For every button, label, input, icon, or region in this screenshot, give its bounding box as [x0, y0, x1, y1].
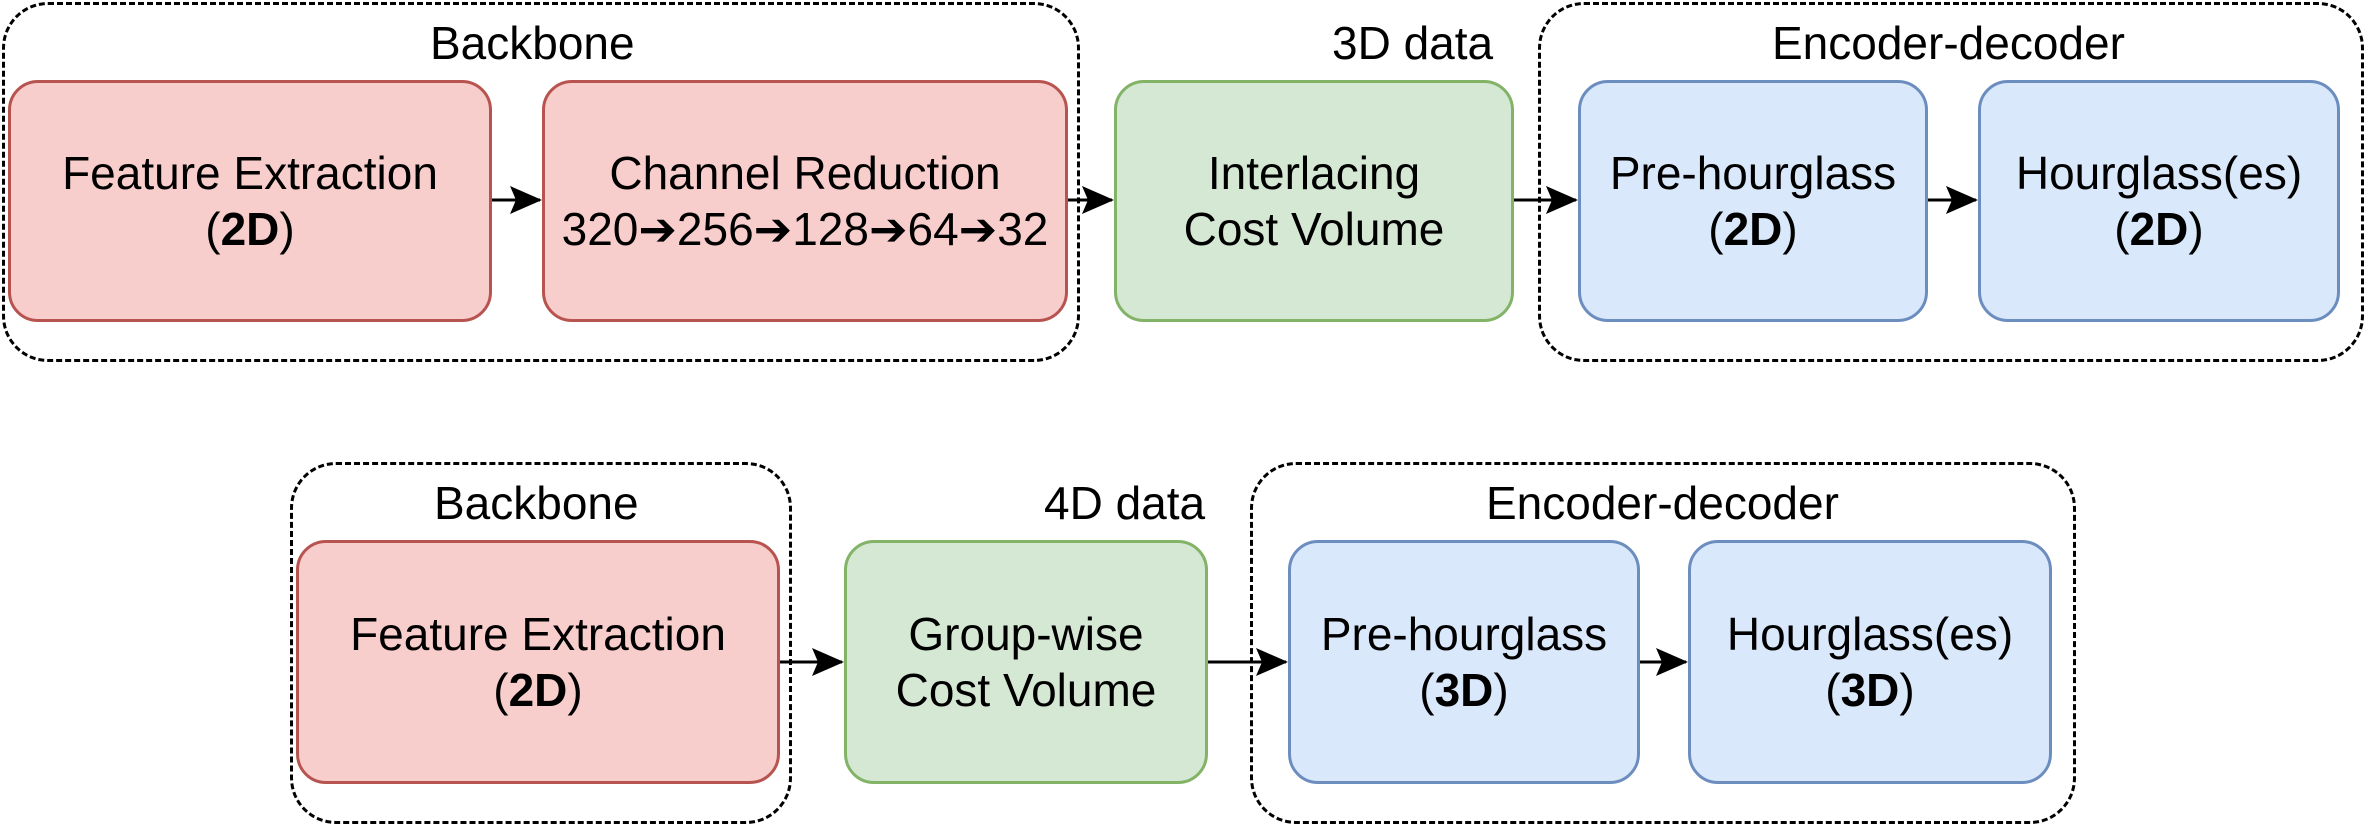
top-encoder-decoder-label: Encoder-decoder — [1772, 17, 2125, 69]
top-feature-extraction-dim: (2D) — [205, 203, 295, 255]
bottom-cost-volume-line1: Group-wise — [908, 608, 1144, 660]
arrowhead-bottom-3 — [1656, 648, 1688, 676]
top-backbone-label: Backbone — [430, 17, 635, 69]
bottom-pre-hourglass-box: Pre-hourglass (3D) — [1288, 540, 1640, 784]
bottom-encoder-decoder-group — [1250, 462, 2076, 824]
top-hourglass-box: Hourglass(es) (2D) — [1978, 80, 2340, 322]
arrowhead-top-2 — [1082, 186, 1114, 214]
top-data-label: 3D data — [1332, 17, 1494, 69]
bottom-feature-extraction-title: Feature Extraction — [350, 608, 726, 660]
bottom-hourglass-title: Hourglass(es) — [1726, 608, 2014, 660]
top-hourglass-dim: (2D) — [2114, 203, 2204, 255]
arrowhead-top-1 — [510, 186, 542, 214]
bottom-backbone-group — [290, 462, 792, 824]
top-feature-extraction-box: Feature Extraction (2D) — [8, 80, 492, 322]
bottom-backbone-label: Backbone — [434, 477, 639, 529]
top-hourglass-title: Hourglass(es) — [2015, 147, 2303, 199]
top-encoder-decoder-group — [1538, 2, 2364, 362]
top-channel-reduction-title: Channel Reduction — [609, 147, 1001, 199]
top-channel-reduction-sequence: 320➔256➔128➔64➔32 — [561, 203, 1049, 255]
top-interlacing-cost-volume-box: Interlacing Cost Volume — [1114, 80, 1514, 322]
bottom-pre-hourglass-title: Pre-hourglass — [1320, 608, 1608, 660]
top-cost-volume-line2: Cost Volume — [1183, 203, 1445, 255]
bottom-pre-hourglass-dim: (3D) — [1419, 664, 1509, 716]
bottom-hourglass-box: Hourglass(es) (3D) — [1688, 540, 2052, 784]
bottom-group-wise-cost-volume-box: Group-wise Cost Volume — [844, 540, 1208, 784]
arrowhead-top-3 — [1546, 186, 1578, 214]
bottom-hourglass-dim: (3D) — [1825, 664, 1915, 716]
arrowhead-top-4 — [1946, 186, 1978, 214]
top-pre-hourglass-title: Pre-hourglass — [1609, 147, 1897, 199]
arrowhead-bottom-2 — [1256, 648, 1288, 676]
top-cost-volume-line1: Interlacing — [1207, 147, 1421, 199]
bottom-feature-extraction-box: Feature Extraction (2D) — [296, 540, 780, 784]
arrowhead-bottom-1 — [812, 648, 844, 676]
top-backbone-group — [2, 2, 1080, 362]
bottom-data-label: 4D data — [1044, 477, 1206, 529]
bottom-feature-extraction-dim: (2D) — [493, 664, 583, 716]
top-channel-reduction-box: Channel Reduction 320➔256➔128➔64➔32 — [542, 80, 1068, 322]
top-pre-hourglass-box: Pre-hourglass (2D) — [1578, 80, 1928, 322]
bottom-encoder-decoder-label: Encoder-decoder — [1486, 477, 1839, 529]
top-feature-extraction-title: Feature Extraction — [62, 147, 438, 199]
bottom-cost-volume-line2: Cost Volume — [895, 664, 1157, 716]
top-pre-hourglass-dim: (2D) — [1708, 203, 1798, 255]
